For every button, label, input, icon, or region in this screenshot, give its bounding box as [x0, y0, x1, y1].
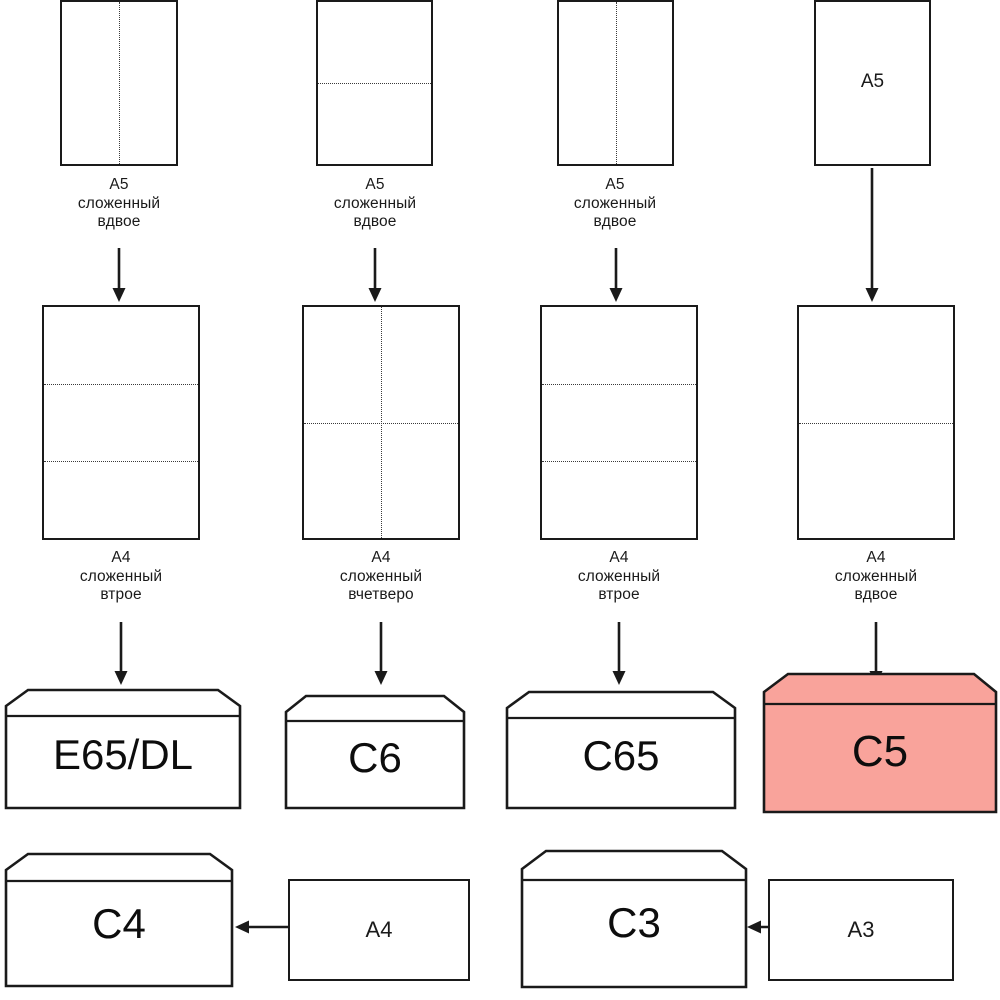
- paper-a5-col1: [60, 0, 178, 166]
- envelope-c4-label: C4: [92, 900, 146, 947]
- envelope-c65: C65: [505, 690, 737, 810]
- caption-a4-col1: А4 сложенный втрое: [79, 549, 163, 603]
- paper-a5-col2: [316, 0, 433, 166]
- fold-line-vertical: [381, 307, 382, 538]
- fold-line-horizontal: [318, 83, 431, 84]
- fold-line-vertical: [615, 2, 617, 164]
- caption-a4-col2: А4 сложенный вчетверо: [339, 549, 423, 603]
- envelope-c3: C3: [520, 849, 748, 989]
- paper-a4-col1: [42, 305, 200, 540]
- envelope-c6-label: C6: [348, 734, 402, 781]
- paper-a3-bottom: [768, 879, 954, 981]
- fold-line-horizontal-lower: [542, 460, 696, 462]
- paper-a5-col4: [814, 0, 931, 166]
- caption-a5-col2: А5 сложенный вдвое: [333, 176, 417, 230]
- arrow-down-col4-top: [857, 168, 887, 303]
- arrow-down-col1-top: [104, 248, 134, 303]
- arrow-down-col2-top: [360, 248, 390, 303]
- envelope-c6: C6: [284, 694, 466, 810]
- envelope-e65-dl: E65/DL: [4, 688, 242, 810]
- paper-a5-col3: [557, 0, 674, 166]
- arrow-down-col2-middle: [366, 622, 396, 686]
- fold-line-horizontal-upper: [542, 383, 696, 385]
- caption-a5-col3: А5 сложенный вдвое: [573, 176, 657, 230]
- arrow-down-col3-top: [601, 248, 631, 303]
- arrow-down-col1-middle: [106, 622, 136, 686]
- caption-a4-col4: А4 сложенный вдвое: [834, 549, 918, 603]
- arrow-left-a4-to-c4: [234, 915, 290, 939]
- paper-a4-col3: [540, 305, 698, 540]
- caption-a4-col3: А4 сложенный втрое: [577, 549, 661, 603]
- envelope-c4: C4: [4, 852, 234, 988]
- envelope-c3-label: C3: [607, 899, 661, 946]
- fold-line-vertical: [119, 2, 120, 164]
- fold-line-horizontal: [799, 422, 953, 424]
- paper-a4-col4: [797, 305, 955, 540]
- envelope-c5: C5: [762, 672, 998, 814]
- envelope-c65-label: C65: [582, 732, 660, 779]
- caption-a5-col1: А5 сложенный вдвое: [77, 176, 161, 230]
- fold-line-horizontal-upper: [44, 383, 198, 385]
- paper-a4-bottom: [288, 879, 470, 981]
- arrow-down-col3-middle: [604, 622, 634, 686]
- envelope-e65-dl-label: E65/DL: [52, 731, 194, 778]
- fold-line-horizontal-lower: [44, 460, 198, 462]
- envelope-c5-label: C5: [851, 727, 909, 776]
- paper-a4-col2: [302, 305, 460, 540]
